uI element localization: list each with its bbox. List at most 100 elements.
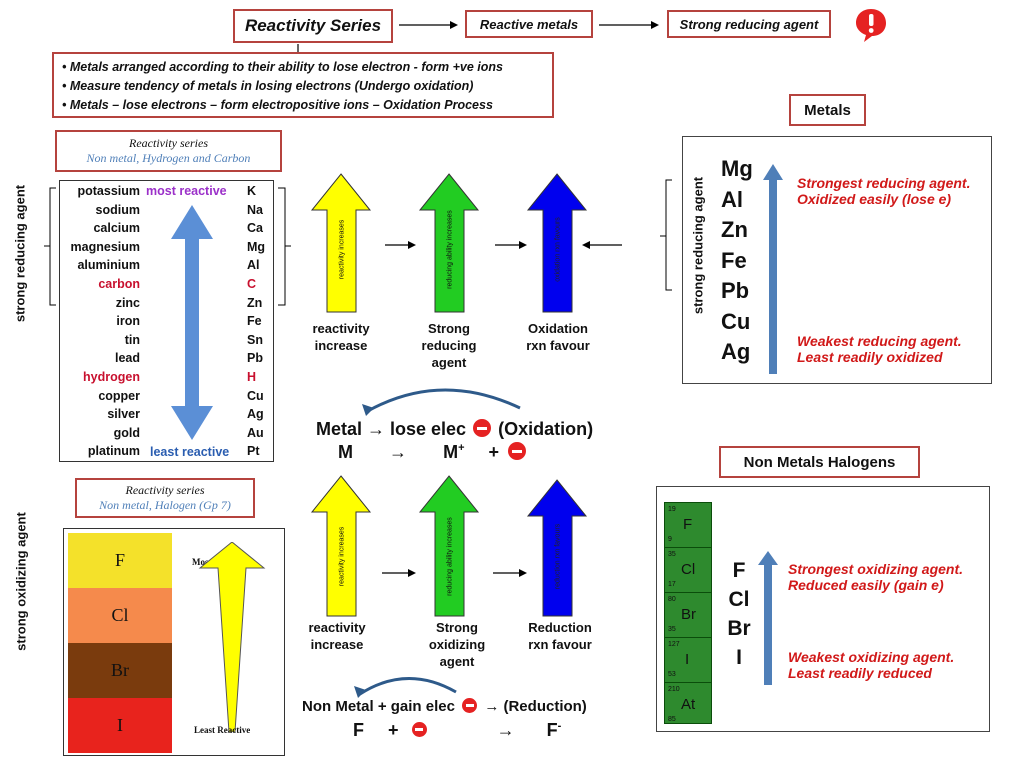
metal-big-symbol: Mg [721, 156, 753, 181]
halogen-cell-label: F [114, 550, 125, 570]
metal-symbol: Cu [247, 388, 264, 403]
bottom-label-2-line: Strong [436, 620, 478, 635]
halogen-cell-label: I [117, 715, 123, 735]
reduction-ion-charge: - [557, 720, 562, 732]
metal-name: zinc [115, 295, 140, 310]
metals-bracket [660, 179, 672, 291]
oxidation-line2: M → M+ + [338, 442, 527, 463]
halogen-big-symbol: Br [727, 617, 751, 640]
top-arrow2-text: reducing ability increases [446, 210, 454, 289]
periodic-cell-mass: 127 [668, 641, 680, 648]
periodic-cell-symbol: Br [681, 606, 696, 623]
yellow-arrow-shape [310, 475, 372, 617]
bottom-arrows [310, 475, 588, 617]
metal-symbol: Pt [247, 444, 260, 459]
green-arrow-shape [418, 173, 480, 313]
top-arrow3-text: oxidation rxn favours [554, 217, 562, 282]
halogen-cell-cl: Cl [68, 588, 172, 643]
halogens-weak-note: Weakest oxidizing agent. Least readily r… [788, 649, 954, 681]
metal-big-symbol: Cu [721, 308, 751, 334]
oxidation-ion: M [443, 442, 459, 462]
minus-icon [462, 698, 478, 713]
reduction-curved-arrow [354, 677, 457, 698]
strong-reducing-agent-text: Strong reducing agent [679, 16, 819, 32]
metal-big-symbol: Fe [721, 247, 747, 273]
bottom-label-1-line: reactivity [308, 620, 366, 635]
bottom-label-2: Strong oxidizing agent [412, 619, 502, 670]
oxidation-plus: + [488, 442, 500, 462]
halogens-weak-note-line: Least readily reduced [788, 665, 932, 681]
halogen-series-subtitle: Non metal, Halogen (Gp 7) [99, 498, 231, 512]
periodic-cell: 210 At 85 [665, 683, 711, 727]
halogen-series-title-box: Reactivity series Non metal, Halogen (Gp… [75, 478, 255, 518]
bottom-label-3-line: rxn favour [528, 637, 592, 652]
metal-symbol: Sn [247, 332, 263, 347]
title-box: Reactivity Series [233, 9, 393, 43]
metal-symbol: Au [247, 425, 264, 440]
metal-name: magnesium [70, 239, 140, 254]
periodic-cell-mass: 35 [668, 551, 676, 558]
metal-symbol: Ag [247, 407, 264, 422]
minus-icon [508, 442, 527, 460]
oxidation-line1-right: (Oxidation) [498, 419, 594, 439]
halogen-cell-label: Br [111, 660, 129, 680]
metal-symbol: Pb [247, 351, 263, 366]
metal-series-title-box: Reactivity series Non metal, Hydrogen an… [55, 130, 282, 172]
metal-symbol: Mg [247, 239, 266, 254]
top-label-1-line: reactivity [312, 321, 370, 336]
least-reactive-label: least reactive [150, 445, 230, 459]
halogen-cell-br: Br [68, 643, 172, 698]
strong-reducing-agent-box: Strong reducing agent [667, 10, 831, 38]
metal-symbol: C [247, 276, 257, 291]
reduction-plus: + [388, 720, 399, 740]
top-arrows [310, 173, 622, 313]
blue-arrow-shape [526, 173, 588, 313]
halogens-strong-note: Strongest oxidizing agent. Reduced easil… [788, 561, 963, 593]
metal-symbol: K [247, 184, 257, 198]
oxidation-curved-arrow [362, 388, 521, 416]
metals-symbols: Mg Al Zn Fe Pb Cu Ag [721, 154, 767, 368]
periodic-cell-symbol: I [685, 651, 690, 668]
halogen-big-symbol: F [732, 559, 746, 582]
metals-strong-note-line: Strongest reducing agent. [797, 175, 971, 191]
periodic-cell-mass: 19 [668, 506, 676, 513]
metal-symbol: Al [247, 258, 260, 273]
oxidation-m: M [338, 442, 353, 462]
metal-brackets [44, 187, 291, 306]
bottom-label-2-line: oxidizing [428, 637, 486, 652]
reactive-metals-box: Reactive metals [465, 10, 593, 38]
metals-weak-note: Weakest reducing agent. Least readily ox… [797, 333, 962, 365]
metal-symbols-column: K Na Ca Mg Al C Zn Fe Sn Pb H Cu Ag Au P… [247, 182, 273, 461]
halogen-series-frame [63, 528, 285, 756]
metals-strong-note: Strongest reducing agent. Oxidized easil… [797, 175, 970, 207]
reduction-line1-right: → (Reduction) [484, 698, 587, 715]
metals-panel [682, 136, 992, 384]
metal-symbol: Na [247, 202, 263, 217]
reduction-ion: F [546, 720, 558, 740]
reduction-line1-left: Non Metal + gain elec [302, 698, 455, 715]
metal-symbol: H [247, 369, 257, 384]
metal-big-symbol: Al [721, 186, 743, 212]
top-label-2-line: agent [431, 355, 467, 370]
reactive-metals-text: Reactive metals [479, 16, 579, 32]
periodic-cell-mass: 80 [668, 596, 676, 603]
metal-name: potassium [77, 184, 140, 198]
halogen-big-symbol: I [736, 646, 742, 669]
halogen-series-title: Reactivity series [125, 483, 205, 497]
green-arrow-shape [418, 475, 480, 617]
reduction-line1: Non Metal + gain elec → (Reduction) [302, 698, 587, 715]
metals-weak-note-line: Least readily oxidized [797, 349, 943, 365]
periodic-cell-number: 35 [668, 626, 676, 633]
minus-icon [473, 419, 492, 437]
blue-arrow-shape [526, 479, 588, 617]
halogen-cell-f: F [68, 533, 172, 588]
bottom-label-3: Reduction rxn favour [514, 619, 606, 653]
top-arrow1-text: reactivity increases [338, 219, 346, 280]
top-label-3-line: rxn favour [526, 338, 590, 353]
metal-name: aluminium [77, 258, 140, 273]
bottom-arrow2-text: reducing ability increases [446, 517, 454, 596]
periodic-cell: 127 I 53 [665, 638, 711, 683]
periodic-cell: 35 Cl 17 [665, 548, 711, 593]
periodic-cell: 80 Br 35 [665, 593, 711, 638]
metals-title-box: Metals [789, 94, 866, 126]
